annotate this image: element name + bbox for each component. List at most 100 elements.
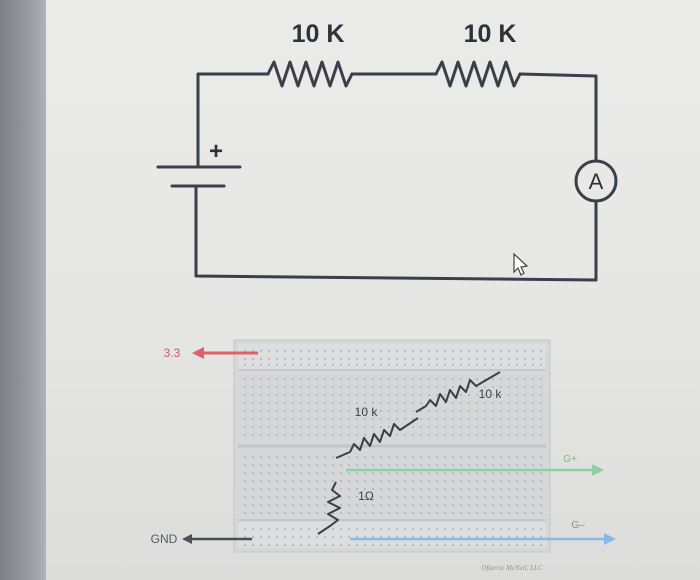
breadboard-hole [452, 512, 454, 514]
breadboard-hole [276, 426, 278, 428]
breadboard-hole [516, 528, 518, 530]
breadboard-hole [372, 512, 374, 514]
breadboard-hole [316, 472, 318, 474]
breadboard-hole [452, 426, 454, 428]
breadboard-hole [332, 456, 334, 458]
breadboard-hole [540, 394, 542, 396]
breadboard-hole [364, 426, 366, 428]
breadboard-hole [412, 358, 414, 360]
breadboard-hole [460, 410, 462, 412]
breadboard-hole [324, 536, 326, 538]
breadboard-hole [260, 358, 262, 360]
breadboard-hole [244, 402, 246, 404]
breadboard-hole [508, 378, 510, 380]
breadboard-hole [364, 418, 366, 420]
breadboard-hole [428, 350, 430, 352]
breadboard-hole [252, 402, 254, 404]
breadboard-hole [404, 394, 406, 396]
breadboard-hole [444, 426, 446, 428]
breadboard-hole [324, 364, 326, 366]
breadboard-hole [476, 426, 478, 428]
breadboard-hole [300, 350, 302, 352]
breadboard-hole [372, 528, 374, 530]
breadboard-hole [356, 480, 358, 482]
breadboard-hole [324, 464, 326, 466]
breadboard-hole [492, 512, 494, 514]
breadboard-hole [244, 434, 246, 436]
breadboard-hole [500, 394, 502, 396]
breadboard-hole [300, 364, 302, 366]
breadboard-hole [468, 528, 470, 530]
breadboard-hole [484, 386, 486, 388]
breadboard-hole [468, 426, 470, 428]
monitor-bezel [0, 0, 52, 580]
breadboard-hole [252, 472, 254, 474]
breadboard-hole [476, 496, 478, 498]
breadboard-hole [396, 472, 398, 474]
breadboard-hole [276, 456, 278, 458]
breadboard-hole [484, 394, 486, 396]
breadboard-hole [460, 464, 462, 466]
breadboard-hole [436, 536, 438, 538]
breadboard-hole [268, 410, 270, 412]
breadboard-hole [340, 512, 342, 514]
breadboard-hole [540, 410, 542, 412]
breadboard-hole [356, 386, 358, 388]
breadboard-hole [380, 434, 382, 436]
breadboard-hole [244, 480, 246, 482]
breadboard-hole [332, 402, 334, 404]
breadboard-hole [484, 496, 486, 498]
breadboard-hole [516, 350, 518, 352]
breadboard-hole [348, 402, 350, 404]
power-rail-top [238, 344, 546, 370]
breadboard-hole [380, 358, 382, 360]
breadboard-hole [540, 456, 542, 458]
breadboard-hole [308, 350, 310, 352]
breadboard-hole [460, 350, 462, 352]
breadboard-hole [540, 386, 542, 388]
breadboard-hole [476, 402, 478, 404]
breadboard-hole [444, 434, 446, 436]
breadboard-hole [340, 358, 342, 360]
breadboard-hole [372, 358, 374, 360]
breadboard-hole [444, 528, 446, 530]
breadboard-hole [292, 426, 294, 428]
breadboard-hole [356, 504, 358, 506]
breadboard-hole [332, 544, 334, 546]
breadboard-hole [444, 410, 446, 412]
breadboard-hole [396, 504, 398, 506]
breadboard-hole [348, 418, 350, 420]
breadboard-hole [532, 496, 534, 498]
breadboard-hole [380, 536, 382, 538]
breadboard-hole [444, 512, 446, 514]
breadboard-hole [420, 378, 422, 380]
breadboard-hole [292, 456, 294, 458]
breadboard-hole [388, 426, 390, 428]
breadboard-hole [268, 456, 270, 458]
breadboard-hole [380, 472, 382, 474]
breadboard-hole [516, 488, 518, 490]
breadboard-hole [324, 434, 326, 436]
resistor-1-symbol [266, 60, 354, 88]
breadboard-hole [292, 410, 294, 412]
breadboard-hole [540, 418, 542, 420]
breadboard-hole [388, 350, 390, 352]
breadboard-hole [540, 512, 542, 514]
breadboard-hole [524, 350, 526, 352]
breadboard-hole [524, 464, 526, 466]
breadboard-hole [460, 394, 462, 396]
ground-label: GND [151, 532, 178, 546]
breadboard-hole [260, 528, 262, 530]
breadboard-hole [516, 456, 518, 458]
breadboard-hole [252, 350, 254, 352]
breadboard-hole [388, 358, 390, 360]
breadboard-hole [324, 456, 326, 458]
breadboard-hole [508, 418, 510, 420]
breadboard-hole [364, 488, 366, 490]
breadboard-hole [524, 472, 526, 474]
breadboard-hole [436, 480, 438, 482]
breadboard-hole [388, 418, 390, 420]
breadboard-hole [324, 544, 326, 546]
breadboard-hole [436, 456, 438, 458]
breadboard-hole [436, 434, 438, 436]
